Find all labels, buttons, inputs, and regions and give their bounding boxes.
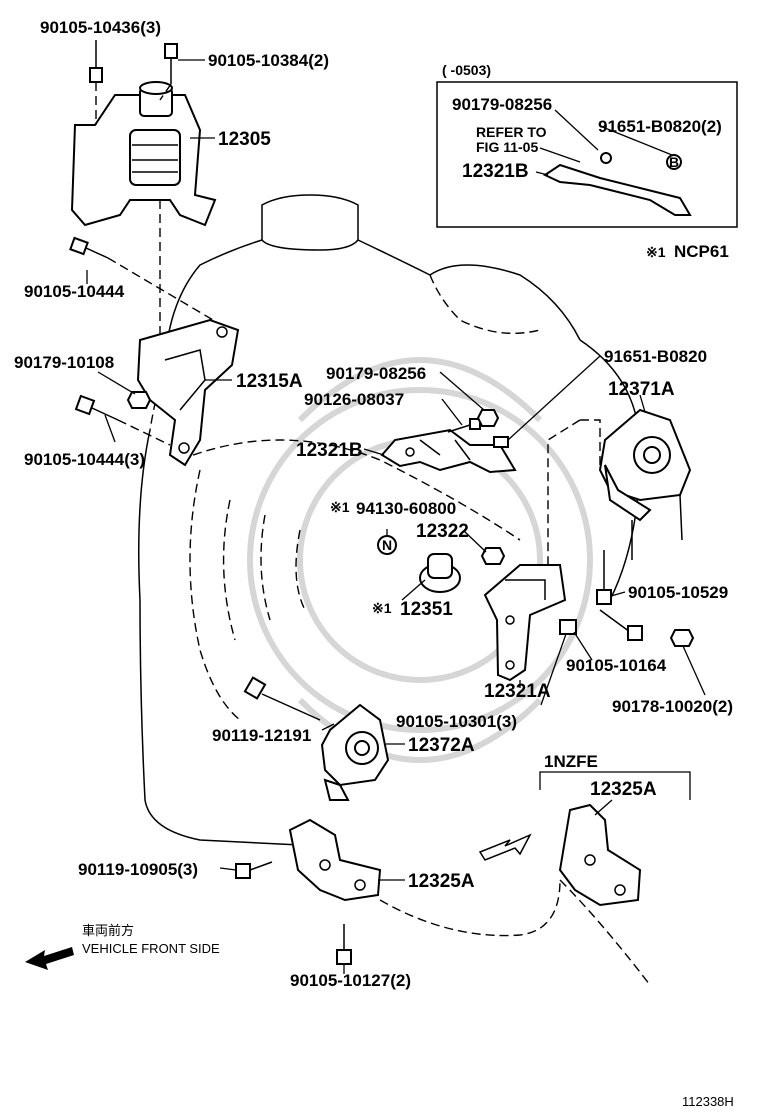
bracket-12321A bbox=[483, 564, 567, 682]
label-90105-10529: 90105-10529 bbox=[628, 583, 728, 602]
inset-label-12321B: 12321B bbox=[462, 161, 529, 182]
stopper-12351 bbox=[419, 553, 461, 593]
label-90178-10020: 90178-10020(2) bbox=[612, 697, 733, 716]
inset-fig: FIG 11-05 bbox=[476, 139, 538, 155]
inset-label-91651-B0820: 91651-B0820(2) bbox=[598, 117, 722, 136]
bolt-90105-10529 bbox=[596, 550, 612, 605]
note-mark-94130: ※1 bbox=[330, 499, 350, 515]
label-90179-08256-mid: 90179-08256 bbox=[326, 364, 426, 383]
vehicle-front-jp: 車両前方 bbox=[82, 923, 134, 938]
bracket-12321B bbox=[380, 428, 517, 474]
nut-90178-10020 bbox=[669, 629, 695, 647]
bolt-91651-B0820-mid bbox=[493, 436, 509, 448]
label-12325A-main: 12325A bbox=[408, 871, 475, 892]
label-90105-10301: 90105-10301(3) bbox=[396, 712, 517, 731]
label-12322: 12322 bbox=[416, 521, 469, 542]
label-90119-12191: 90119-12191 bbox=[212, 726, 311, 745]
bolt-90105-10384 bbox=[159, 43, 178, 101]
vehicle-front-arrow bbox=[25, 947, 74, 970]
bracket-12325A-main bbox=[288, 818, 382, 902]
engine-mount-12372A bbox=[320, 703, 390, 801]
bolt-90126-08037 bbox=[447, 418, 481, 433]
label-90105-10436: 90105-10436(3) bbox=[40, 18, 161, 37]
label-12305: 12305 bbox=[218, 129, 271, 150]
label-12315A: 12315A bbox=[236, 371, 303, 392]
inset-model-mark: ※1 bbox=[646, 244, 666, 260]
bolt-90119-10905 bbox=[235, 861, 273, 879]
label-91651-B0820-mid: 91651-B0820 bbox=[604, 347, 707, 366]
vehicle-front-en: VEHICLE FRONT SIDE bbox=[82, 941, 220, 956]
label-12325A-inset: 12325A bbox=[590, 779, 657, 800]
inset-model: NCP61 bbox=[674, 242, 729, 261]
label-12321B-mid: 12321B bbox=[296, 440, 363, 461]
leader-lines bbox=[86, 59, 706, 974]
transfer-arrow bbox=[478, 833, 532, 861]
label-12321A: 12321A bbox=[484, 681, 551, 702]
label-12351: 12351 bbox=[400, 599, 453, 620]
nut-90179-10108 bbox=[126, 391, 152, 409]
label-90105-10127: 90105-10127(2) bbox=[290, 971, 411, 990]
bolt-90105-10444-upper bbox=[69, 236, 231, 331]
n-circle-mark: N bbox=[382, 537, 392, 553]
bracket-12325A-1nzfe bbox=[558, 803, 642, 907]
label-90179-10108: 90179-10108 bbox=[14, 353, 114, 372]
label-12372A: 12372A bbox=[408, 735, 475, 756]
bolt-90105-10301 bbox=[559, 619, 577, 635]
nut-12322 bbox=[480, 547, 506, 565]
bolt-90105-10444-3 bbox=[74, 394, 171, 446]
drawing-number: 112338H bbox=[682, 1094, 734, 1109]
bolt-90119-12191 bbox=[243, 676, 321, 721]
inset-box bbox=[436, 81, 738, 228]
note-mark-12351: ※1 bbox=[372, 600, 392, 616]
bolt-90105-10164 bbox=[599, 609, 643, 641]
label-90119-10905: 90119-10905(3) bbox=[78, 860, 198, 879]
b-circle-mark: B bbox=[669, 154, 679, 170]
bolt-90105-10127 bbox=[336, 924, 352, 965]
inset-refer: REFER TO bbox=[476, 124, 547, 140]
bracket-12315A bbox=[136, 200, 240, 467]
engine-variant-label: 1NZFE bbox=[544, 752, 598, 771]
bolt-90105-10436 bbox=[89, 40, 103, 125]
label-90105-10444-3: 90105-10444(3) bbox=[24, 450, 145, 469]
inset-range: ( -0503) bbox=[442, 62, 491, 78]
engine-mount-12305 bbox=[70, 81, 217, 227]
label-12371A: 12371A bbox=[608, 379, 675, 400]
label-94130-60800: 94130-60800 bbox=[356, 499, 456, 518]
label-90126-08037: 90126-08037 bbox=[304, 390, 404, 409]
label-90105-10164: 90105-10164 bbox=[566, 656, 667, 675]
label-90105-10384: 90105-10384(2) bbox=[208, 51, 329, 70]
engine-mount-12371A bbox=[598, 408, 692, 560]
nut-90179-08256-mid bbox=[476, 409, 500, 427]
nzfe-bracket-frame bbox=[539, 771, 691, 800]
label-90105-10444-top: 90105-10444 bbox=[24, 282, 125, 301]
inset-label-90179-08256: 90179-08256 bbox=[452, 95, 552, 114]
